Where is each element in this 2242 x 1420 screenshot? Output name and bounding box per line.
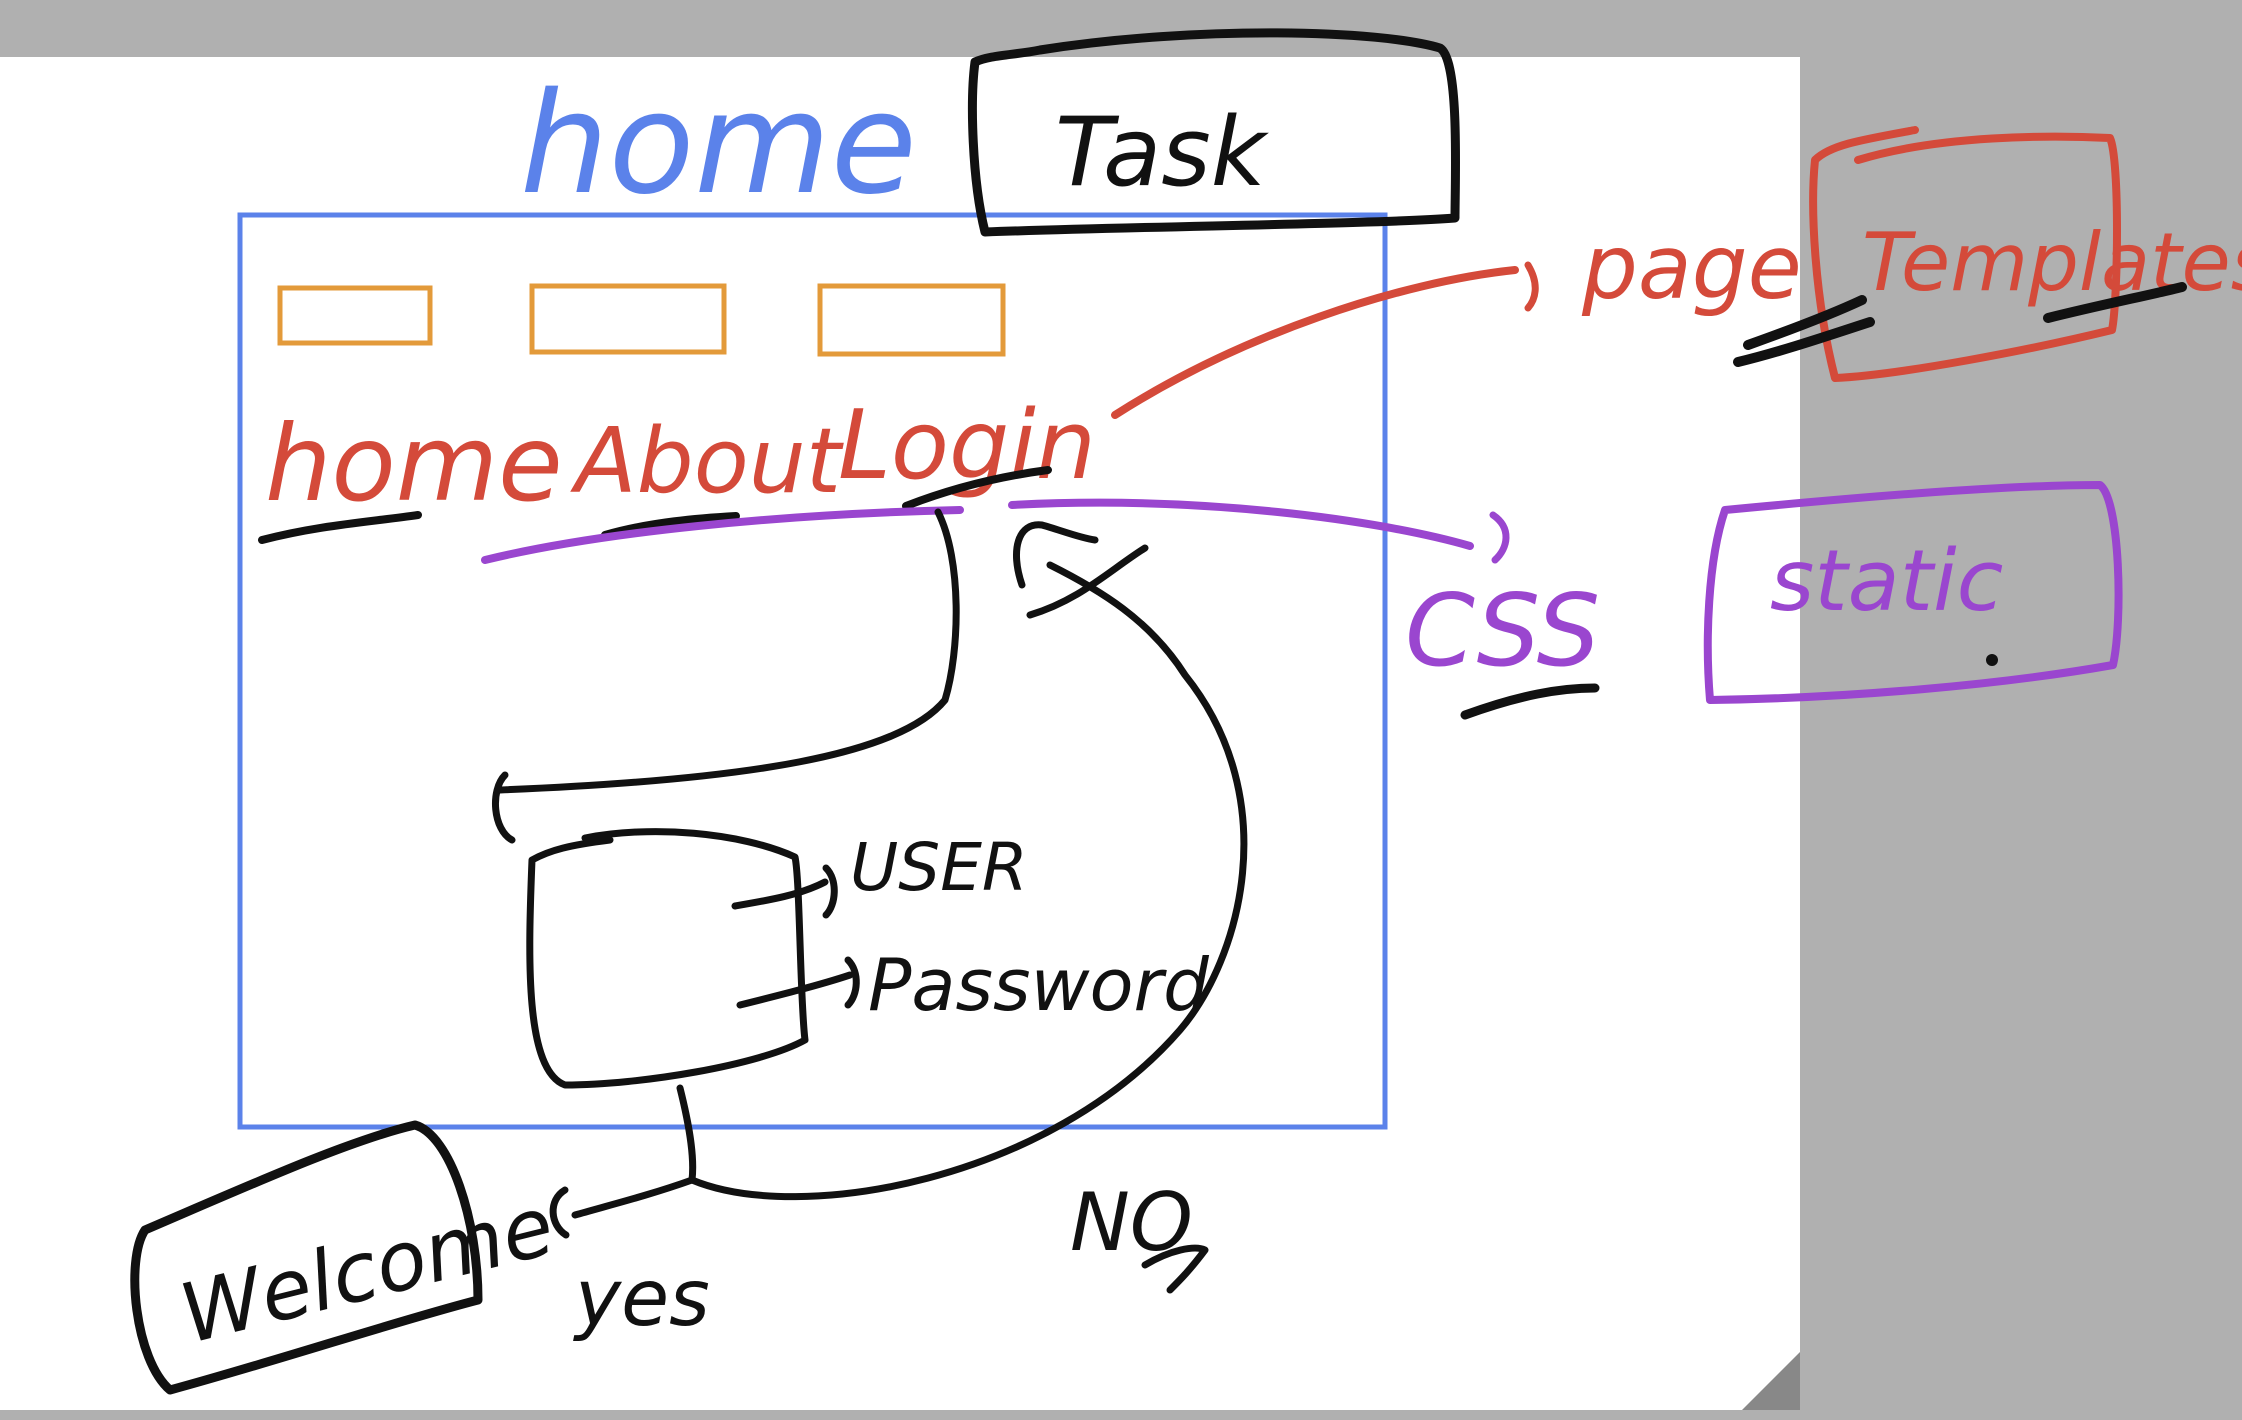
templates-underline: [2043, 282, 2187, 323]
user-label: USER: [850, 829, 1028, 906]
underline-login: [902, 466, 1052, 510]
password-arrow-tip: [844, 956, 860, 1009]
placeholder-box-3: [817, 283, 1006, 357]
underline-home: [258, 511, 422, 544]
task-box-outline: [968, 28, 1461, 237]
placeholder-box-1: [277, 285, 433, 346]
bottom-strip: [0, 1410, 2242, 1420]
css-connector-line: [481, 506, 964, 564]
user-arrow-tip: [822, 864, 838, 919]
no-arrow-x: [1026, 544, 1149, 619]
welcome-box-outline: [130, 1120, 483, 1395]
placeholder-box-2: [529, 283, 727, 355]
branch-line-yes: [571, 1176, 696, 1219]
task-label: Task: [1055, 98, 1270, 208]
login-form-box: [526, 828, 809, 1089]
login-flow-line: [496, 508, 960, 794]
static-label: static: [1770, 532, 2003, 631]
static-box-outline: [1703, 481, 2123, 704]
login-flow-hook: [492, 771, 516, 844]
underline-about: [601, 512, 740, 539]
home-page-frame: [237, 212, 1388, 1130]
static-dot: [1986, 654, 1998, 666]
templates-label: Templates: [1862, 216, 2242, 309]
branch-yes-hook: [549, 1186, 570, 1239]
user-arrow: [731, 878, 829, 910]
yes-label: yes: [573, 1254, 710, 1344]
templates-equals-mark-1: [1743, 295, 1867, 350]
page-label: page: [1581, 216, 1802, 319]
password-arrow: [736, 971, 854, 1009]
branch-line-down: [676, 1084, 697, 1184]
nav-home-label: home: [265, 403, 563, 525]
no-squiggle: [1141, 1244, 1209, 1294]
nav-about-label: About: [570, 409, 845, 514]
resize-handle-icon[interactable]: [1742, 1352, 1800, 1410]
page-connector-line: [1111, 266, 1519, 419]
css-connector-line-2: [1008, 498, 1474, 550]
templates-equals-mark-2: [1733, 317, 1875, 367]
no-arrowhead: [1012, 521, 1099, 589]
css-underline: [1460, 683, 1600, 720]
password-label: Password: [868, 943, 1210, 1027]
page-arrow-tip: [1524, 261, 1539, 312]
templates-box-outline: [1809, 126, 2121, 382]
css-arrow-tip: [1489, 511, 1510, 564]
no-return-line: [688, 561, 1248, 1201]
home-heading: home: [520, 63, 917, 226]
css-label: CSS: [1405, 572, 1600, 689]
